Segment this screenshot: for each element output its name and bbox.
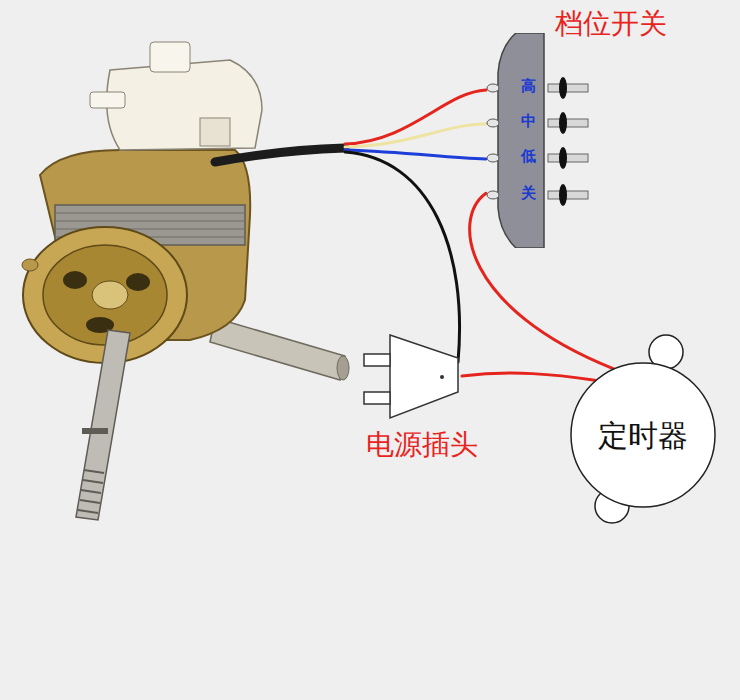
switch-position: 低 [521,148,536,165]
power-plug: 电源插头 [362,330,462,422]
switch-pins [548,77,588,206]
node-label: 电源插头 [366,430,478,461]
switch-title: 档位开关 [555,9,667,40]
motor-wires [215,90,486,362]
wire-connector [462,373,595,380]
node-label: 定时器 [598,419,688,452]
switch-position: 中 [521,113,536,130]
switch-position: 关 [521,185,536,202]
mounting-rod [210,318,349,380]
node-outline [486,33,548,248]
switch-position: 高 [521,78,536,95]
gearbox-cap [90,42,262,150]
motor-housing [22,150,250,363]
motor-shaft [76,330,130,520]
node-outline [362,330,462,422]
switch-body: 档位开关高中低关 [486,33,548,248]
timer-circle: 定时器 [570,362,716,508]
